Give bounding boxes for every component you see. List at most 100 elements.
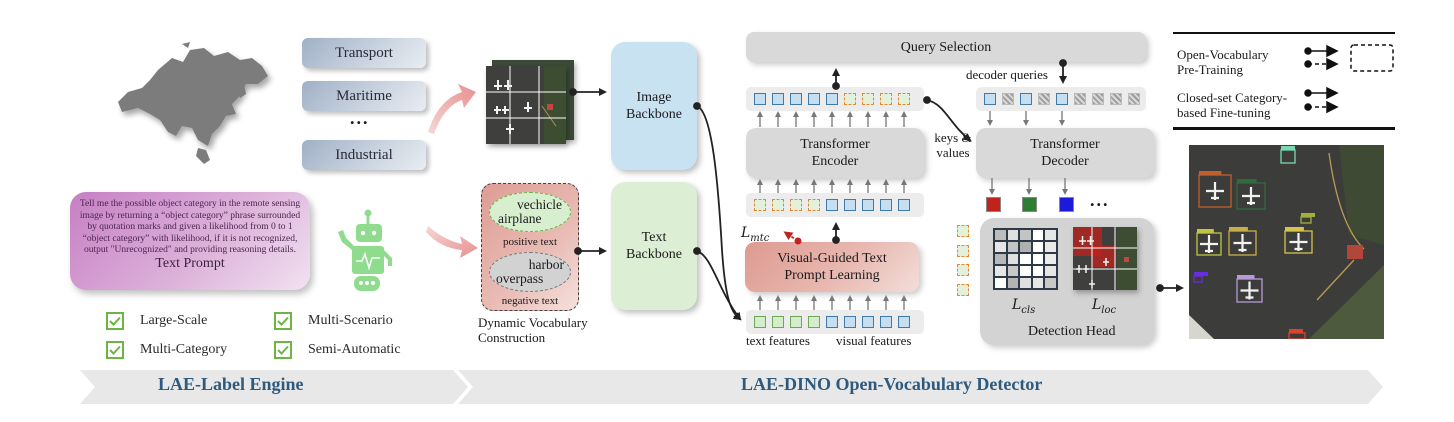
feature-tokens	[746, 310, 924, 334]
legend-dashed-arrow-icon	[1304, 57, 1339, 71]
visual-token	[808, 93, 820, 105]
visual-token	[844, 316, 856, 328]
detection-label-tag	[1285, 227, 1304, 231]
feature-label: Multi-Category	[140, 342, 228, 357]
airplane-icon	[1240, 281, 1259, 300]
dynamic-vocabulary-box: vechicle airplane positive text harbor o…	[481, 183, 579, 311]
visual-token	[826, 316, 838, 328]
classification-grid	[993, 228, 1058, 290]
visual-guided-text-prompt-learning: Visual-Guided Text Prompt Learning	[745, 242, 919, 292]
legend-solid-arrow-icon	[1304, 44, 1339, 58]
negative-text-ellipse: harbor overpass	[489, 252, 571, 292]
query-output-green	[1022, 197, 1037, 212]
detection-label-tag	[1237, 275, 1255, 279]
decoder-queries-label: decoder queries	[966, 67, 1048, 82]
text-token	[844, 93, 856, 105]
noise-query-token	[1128, 93, 1140, 105]
text-prompt-title: Text Prompt	[155, 255, 225, 271]
loss-loc: Lloc	[1092, 297, 1117, 316]
checkbox-icon	[274, 341, 292, 359]
loss-mtc: Lmtc	[741, 225, 770, 244]
grid-cell	[994, 253, 1007, 265]
feature-multi-category: Multi-Category	[106, 341, 227, 359]
text-token	[880, 93, 892, 105]
negative-word: harbor	[528, 257, 564, 272]
legend-dashed-arrow-icon	[1304, 100, 1339, 114]
grid-cell	[994, 229, 1007, 241]
text-token	[754, 316, 766, 328]
label-engine-banner	[80, 370, 468, 404]
airplane-icon	[1289, 233, 1308, 251]
text-token	[898, 93, 910, 105]
visual-token	[826, 93, 838, 105]
lower-curved-arrow-icon	[426, 226, 478, 258]
localization-image	[1073, 227, 1137, 290]
feature-label: Semi-Automatic	[308, 342, 401, 357]
visual-token	[790, 93, 802, 105]
text-token	[957, 284, 969, 296]
detector-banner	[458, 370, 1383, 404]
encoder-output-tokens	[746, 87, 924, 111]
text-backbone-label: Text Backbone	[626, 230, 682, 262]
positive-text-ellipse: vechicle airplane	[489, 192, 571, 232]
visual-token	[826, 199, 838, 211]
text-token	[754, 199, 766, 211]
transformer-decoder: Transformer Decoder	[976, 128, 1154, 178]
visual-features-label: visual features	[836, 333, 912, 348]
negative-word: overpass	[496, 271, 544, 286]
grid-cell	[1044, 253, 1057, 265]
legend-dashed-box-icon	[1350, 44, 1394, 72]
detection-label-tag	[1301, 213, 1315, 217]
visual-token	[1020, 93, 1032, 105]
feature-label: Large-Scale	[140, 313, 208, 328]
text-token	[772, 316, 784, 328]
grid-cell	[1006, 265, 1020, 277]
noise-query-token	[1110, 93, 1122, 105]
grid-cell	[1031, 265, 1045, 277]
grid-cell	[1031, 229, 1045, 241]
checkbox-icon	[274, 312, 292, 330]
decoder-query-tokens	[976, 87, 1146, 111]
transformer-decoder-label: Transformer Decoder	[1030, 137, 1100, 169]
visual-token	[1056, 93, 1068, 105]
grid-cell	[1031, 253, 1045, 265]
text-token	[790, 199, 802, 211]
text-prompt-card: Tell me the possible object category in …	[70, 192, 310, 290]
detection-output-image	[1189, 145, 1384, 339]
vgt-label: Visual-Guided Text Prompt Learning	[777, 251, 887, 283]
text-token	[957, 245, 969, 257]
input-image	[486, 66, 566, 144]
positive-word: vechicle	[517, 197, 562, 212]
grid-cell	[1019, 229, 1032, 241]
visual-token	[880, 199, 892, 211]
category-transport: Transport	[302, 38, 426, 68]
noise-query-token	[1038, 93, 1050, 105]
grid-cell	[1044, 277, 1057, 289]
checkbox-icon	[106, 341, 124, 359]
grid-cell	[1019, 253, 1032, 265]
text-token	[772, 199, 784, 211]
visual-token	[862, 316, 874, 328]
visual-token	[984, 93, 996, 105]
checkbox-icon	[106, 312, 124, 330]
query-selection-label: Query Selection	[900, 39, 992, 55]
grid-cell	[1044, 265, 1057, 277]
detection-head-label: Detection Head	[1028, 324, 1116, 339]
visual-token	[844, 199, 856, 211]
grid-cell	[1031, 277, 1045, 289]
detection-label-tag	[1229, 227, 1248, 231]
noise-query-token	[1074, 93, 1086, 105]
legend-pretraining-label: Open-Vocabulary Pre-Training	[1177, 47, 1269, 77]
label-engine-title: LAE-Label Engine	[158, 374, 304, 394]
legend-solid-arrow-icon	[1304, 86, 1339, 100]
noise-query-token	[1002, 93, 1014, 105]
query-output-ellipsis: ...	[1090, 190, 1110, 210]
text-token	[808, 316, 820, 328]
transformer-encoder-label: Transformer Encoder	[800, 137, 870, 169]
keys-values-label: keys & values	[934, 130, 972, 160]
loss-cls: Lcls	[1012, 297, 1036, 316]
